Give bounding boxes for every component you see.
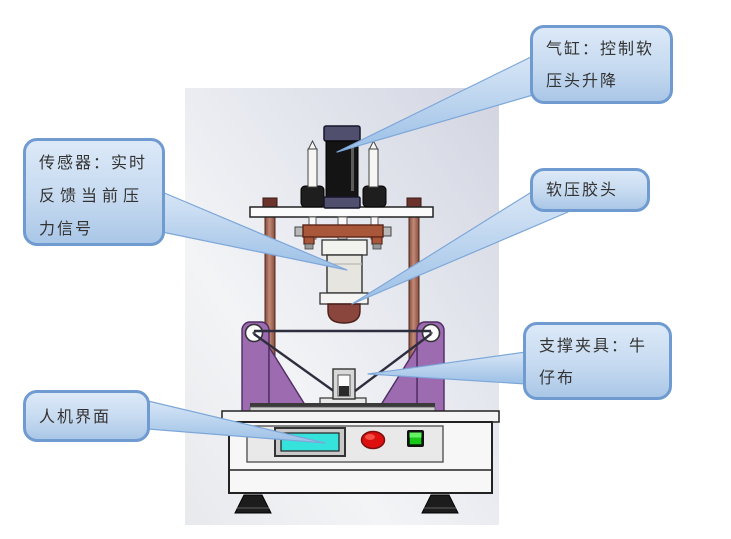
- guide-rods: [300, 139, 387, 208]
- tail-fixture: [367, 351, 527, 385]
- column-nub: [262, 197, 278, 208]
- callout-text: 气缸：控制软: [546, 41, 655, 58]
- callout-text: 传感器：实时: [39, 155, 148, 172]
- callout-text: 支撑夹具：牛: [539, 338, 648, 355]
- sample-clamp: [319, 368, 367, 406]
- denim-fabric: [253, 329, 432, 398]
- callout-text: 反馈当前压: [39, 188, 145, 205]
- platform: [221, 403, 500, 423]
- mount-bracket: [302, 224, 384, 238]
- callout-text: 软压胶头: [546, 182, 619, 199]
- callout-rubber-head: 软压胶头: [530, 168, 650, 212]
- callout-text: 压头升降: [546, 73, 619, 90]
- callout-text: 人机界面: [39, 409, 112, 426]
- column-nub: [406, 197, 422, 208]
- callout-text: 力信号: [39, 221, 94, 238]
- air-cylinder: [323, 125, 361, 209]
- tail-cylinder: [336, 55, 534, 153]
- callout-text: 仔布: [539, 370, 576, 387]
- rubber-press-head: [327, 303, 361, 324]
- callout-fixture: 支撑夹具：牛 仔布: [523, 322, 672, 400]
- machine-feet: [234, 494, 459, 514]
- press-head-assembly: [294, 216, 392, 324]
- callout-sensor: 传感器：实时 反馈当前压 力信号: [23, 138, 165, 246]
- callout-hmi: 人机界面: [23, 390, 150, 442]
- callout-air-cylinder: 气缸：控制软 压头升降: [530, 25, 673, 104]
- pressure-sensor: [326, 254, 363, 294]
- red-button[interactable]: [360, 430, 386, 450]
